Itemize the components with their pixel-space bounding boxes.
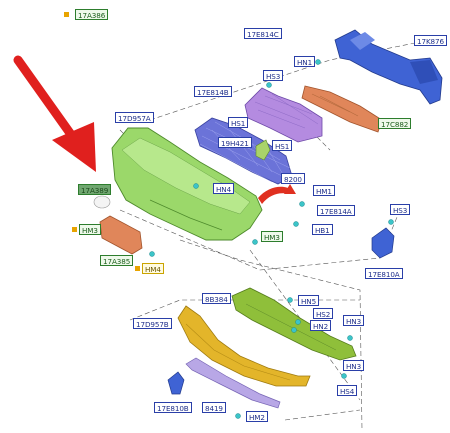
- side-bracket-right: [371, 227, 395, 259]
- label-marker-HM3-left: [72, 227, 77, 232]
- part-label-8B384: 8B384: [202, 293, 231, 304]
- lower-spoiler: [177, 305, 311, 387]
- part-label-17E810B: 17E810B: [154, 402, 192, 413]
- part-label-17E814A: 17E814A: [317, 205, 355, 216]
- part-label-HB1: HB1: [312, 224, 333, 235]
- part-label-17C882: 17C882: [378, 118, 412, 129]
- reinforcement-beam: [334, 29, 443, 105]
- part-label-8200: 8200: [281, 173, 305, 184]
- part-label-17A386: 17A386: [75, 9, 109, 20]
- part-label-17A385: 17A385: [100, 255, 134, 266]
- fog-lamp-bezel: [93, 195, 111, 209]
- part-label-HN3-upper: HN3: [343, 315, 365, 326]
- part-label-HN3-lower: HN3: [343, 360, 365, 371]
- license-bracket: [99, 215, 143, 255]
- lower-cover: [231, 287, 357, 361]
- part-label-HM4: HM4: [142, 263, 164, 274]
- part-label-17E814C: 17E814C: [244, 28, 282, 39]
- red-pointer-arrow: [13, 55, 96, 172]
- side-bracket-left: [167, 371, 185, 395]
- part-label-HS1-lower: HS1: [272, 140, 293, 151]
- label-marker-HM4: [135, 266, 140, 271]
- lip-strip: [185, 357, 281, 409]
- bumper-cover: [111, 127, 263, 241]
- part-label-HM3-center: HM3: [261, 231, 283, 242]
- part-label-8419: 8419: [202, 402, 226, 413]
- part-label-HS4: HS4: [337, 385, 358, 396]
- part-label-HS1-upper: HS1: [228, 117, 249, 128]
- part-label-HM3-left: HM3: [79, 224, 101, 235]
- part-label-17A389: 17A389: [78, 184, 112, 195]
- part-label-17D957A: 17D957A: [115, 112, 154, 123]
- part-label-HN1: HN1: [294, 56, 316, 67]
- part-label-17D957B: 17D957B: [133, 318, 172, 329]
- label-marker-17A386: [64, 12, 69, 17]
- part-label-HN2: HN2: [310, 320, 332, 331]
- part-label-17E810A: 17E810A: [365, 268, 403, 279]
- part-label-HS3-upper: HS3: [263, 70, 284, 81]
- part-label-17E814B: 17E814B: [194, 86, 232, 97]
- part-label-17K876: 17K876: [414, 35, 447, 46]
- part-label-HM2: HM2: [246, 411, 268, 422]
- upper-grille: [244, 87, 323, 143]
- part-label-HN5: HN5: [298, 295, 320, 306]
- part-label-19H421: 19H421: [218, 137, 252, 148]
- air-deflector: [258, 184, 296, 204]
- part-label-HM1: HM1: [313, 185, 335, 196]
- part-label-HS2: HS2: [313, 308, 334, 319]
- energy-absorber: [301, 85, 383, 133]
- part-label-HN4: HN4: [213, 183, 235, 194]
- grille-bracket: [255, 139, 271, 161]
- part-label-HS3-right: HS3: [390, 204, 411, 215]
